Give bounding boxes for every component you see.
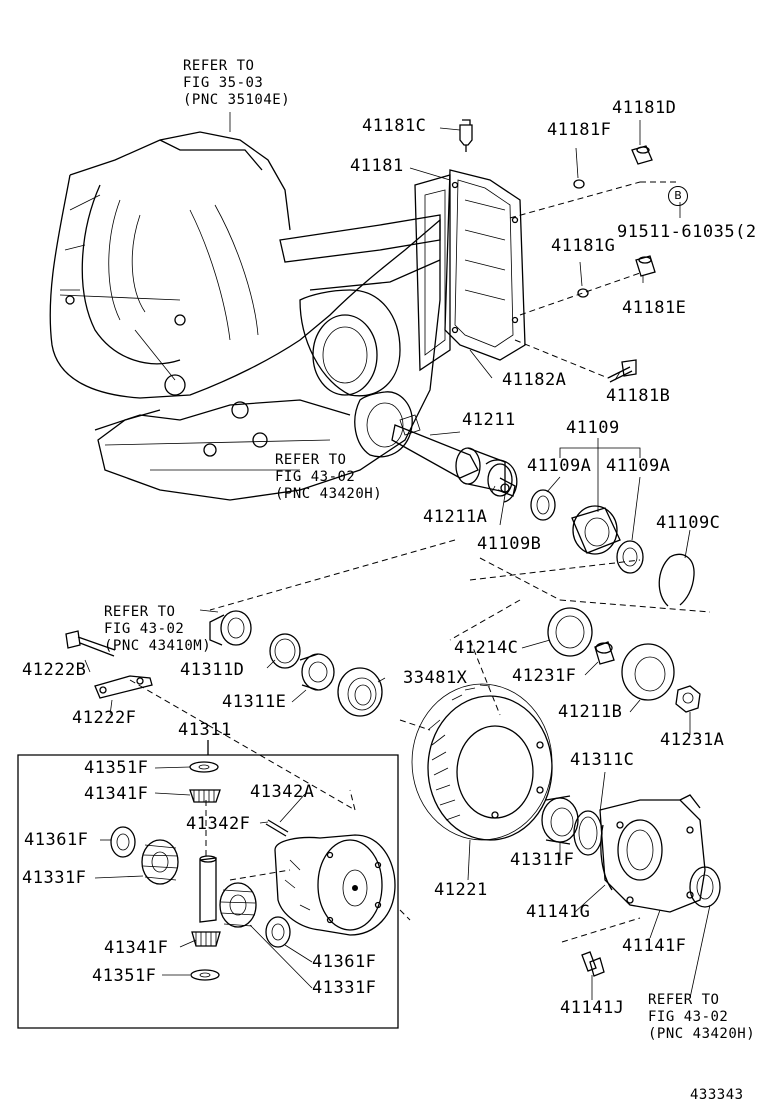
small-fasteners [459, 119, 656, 383]
part-label-41211a[interactable]: 41211A [423, 507, 488, 527]
reference-lines [129, 181, 711, 943]
part-label-41341f-bottom[interactable]: 41341F [104, 938, 169, 958]
part-label-41231a[interactable]: 41231A [660, 730, 725, 750]
diagram-id: 433343 [690, 1087, 744, 1103]
part-label-41351f-top[interactable]: 41351F [84, 758, 149, 778]
part-label-41222b[interactable]: 41222B [22, 660, 87, 680]
part-label-41331f-left[interactable]: 41331F [22, 868, 87, 888]
part-label-91511-61035[interactable]: 91511-61035(2 [617, 222, 757, 242]
part-label-41351f-bottom[interactable]: 41351F [92, 966, 157, 986]
side-cover [414, 169, 526, 372]
part-label-41222f[interactable]: 41222F [72, 708, 137, 728]
differential-box [17, 740, 399, 1029]
reference-note-fig-35-03[interactable]: REFER TO FIG 35-03 (PNC 35104E) [183, 58, 291, 108]
part-label-41361f-right[interactable]: 41361F [312, 952, 377, 972]
transaxle-case [49, 131, 441, 501]
middle-row-parts [65, 607, 701, 717]
part-label-41141g[interactable]: 41141G [526, 902, 591, 922]
part-label-41181[interactable]: 41181 [350, 156, 404, 176]
part-label-41141f[interactable]: 41141F [622, 936, 687, 956]
ring-gear [411, 683, 553, 841]
part-label-41181d[interactable]: 41181D [612, 98, 677, 118]
part-label-41221[interactable]: 41221 [434, 880, 488, 900]
part-label-41361f-left[interactable]: 41361F [24, 830, 89, 850]
part-label-41311f[interactable]: 41311F [510, 850, 575, 870]
part-label-41331f-right[interactable]: 41331F [312, 978, 377, 998]
part-label-41181b[interactable]: 41181B [606, 386, 671, 406]
callout-b-badge: B [668, 186, 688, 206]
part-label-41341f-top[interactable]: 41341F [84, 784, 149, 804]
reference-note-fig-43-02-43420h-bottom[interactable]: REFER TO FIG 43-02 (PNC 43420H) [648, 992, 756, 1042]
part-label-41311e[interactable]: 41311E [222, 692, 287, 712]
part-label-41141j[interactable]: 41141J [560, 998, 625, 1018]
part-label-41311c[interactable]: 41311C [570, 750, 635, 770]
part-label-41181g[interactable]: 41181G [551, 236, 616, 256]
part-label-41214c[interactable]: 41214C [454, 638, 519, 658]
part-label-41211[interactable]: 41211 [462, 410, 516, 430]
part-label-41342f[interactable]: 41342F [186, 814, 251, 834]
part-label-41181f[interactable]: 41181F [547, 120, 612, 140]
part-label-41109a-right[interactable]: 41109A [606, 456, 671, 476]
part-label-41109c[interactable]: 41109C [656, 513, 721, 533]
part-label-41231f[interactable]: 41231F [512, 666, 577, 686]
part-label-41211b[interactable]: 41211B [558, 702, 623, 722]
part-label-41311d[interactable]: 41311D [180, 660, 245, 680]
part-label-41182a[interactable]: 41182A [502, 370, 567, 390]
part-label-41109b[interactable]: 41109B [477, 534, 542, 554]
reference-note-fig-43-02-43420h-middle[interactable]: REFER TO FIG 43-02 (PNC 43420H) [275, 452, 383, 502]
input-shaft-group [391, 414, 695, 607]
part-label-41109[interactable]: 41109 [566, 418, 620, 438]
part-label-33481x[interactable]: 33481X [403, 668, 468, 688]
leader-lines [84, 112, 711, 1000]
part-label-41109a-left[interactable]: 41109A [527, 456, 592, 476]
reference-note-fig-43-02-43410m[interactable]: REFER TO FIG 43-02 (PNC 43410M) [104, 604, 212, 654]
part-label-41181e[interactable]: 41181E [622, 298, 687, 318]
part-label-41311[interactable]: 41311 [178, 720, 232, 740]
part-label-41342a[interactable]: 41342A [250, 782, 315, 802]
part-label-41181c[interactable]: 41181C [362, 116, 427, 136]
right-case-group [541, 794, 721, 977]
